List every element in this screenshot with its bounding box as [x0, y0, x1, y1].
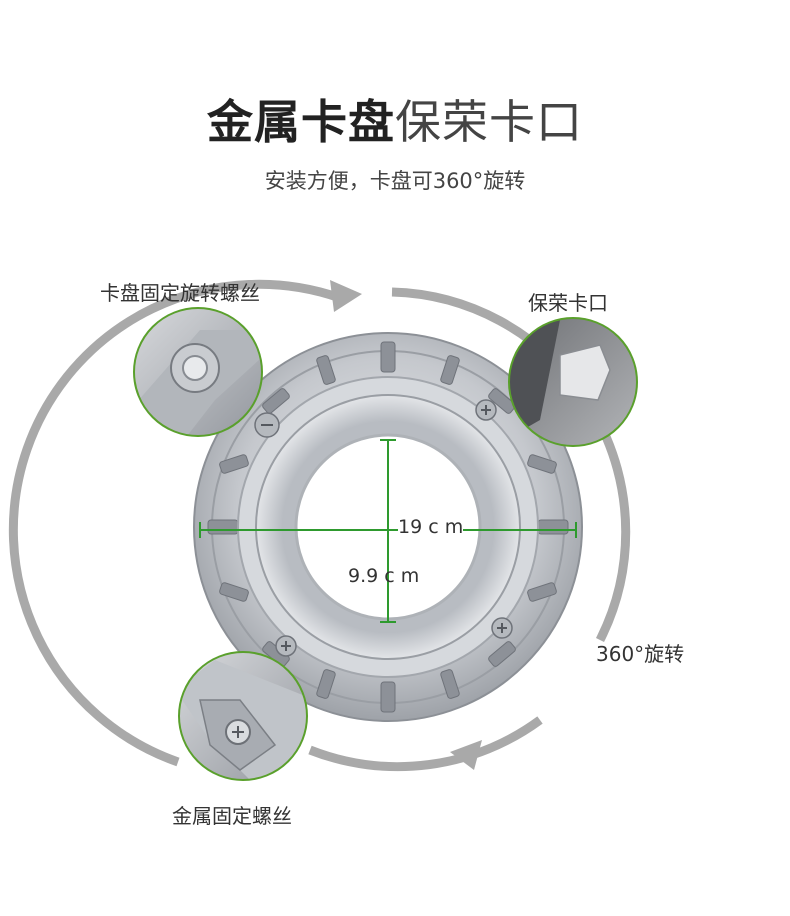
title-bold: 金属卡盘 [207, 95, 395, 149]
page-title: 金属卡盘保荣卡口 [0, 92, 790, 152]
inset-bowens-mount [508, 317, 638, 447]
callout-rotation: 360°旋转 [596, 642, 685, 666]
callout-bowens-mount: 保荣卡口 [528, 291, 608, 315]
outer-diameter-label: 19 c m [398, 516, 464, 538]
measure-lines [199, 439, 577, 623]
inset-fixing-screw [178, 651, 308, 781]
arc-arrow-top [330, 280, 362, 312]
inset-rotate-screw [133, 307, 263, 437]
page-subtitle: 安装方便，卡盘可360°旋转 [264, 169, 526, 193]
callout-fixing-screw: 金属固定螺丝 [172, 804, 292, 828]
arc-arrow-bottom [450, 740, 482, 770]
callout-rotate-screw: 卡盘固定旋转螺丝 [100, 281, 260, 305]
title-light: 保荣卡口 [395, 95, 583, 149]
inner-diameter-label: 9.9 c m [348, 565, 420, 587]
